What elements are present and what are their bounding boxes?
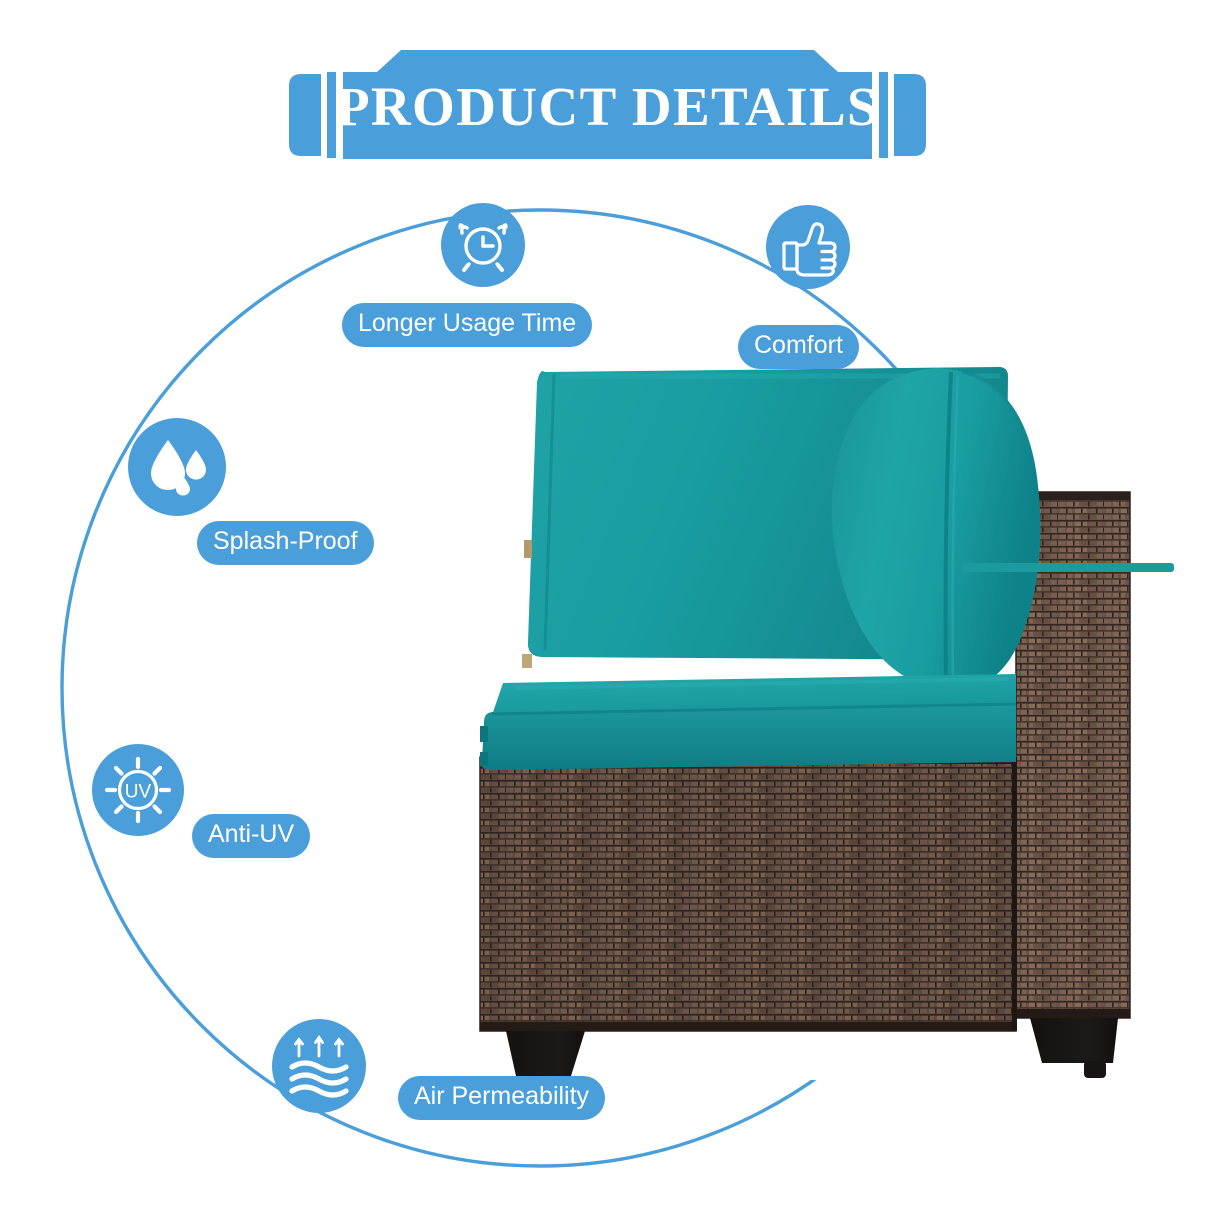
feature-label-comfort: Comfort — [738, 325, 859, 369]
sofa-seat-cushion — [480, 674, 1017, 770]
feature-label-air-permeability: Air Permeability — [398, 1076, 606, 1120]
feature-label-splash-proof: Splash-Proof — [197, 521, 374, 565]
alarm-clock-icon — [441, 203, 525, 287]
page-title: PRODUCT DETAILS — [335, 75, 880, 137]
sofa-base-wicker — [479, 756, 1017, 1032]
thumbs-up-icon — [766, 205, 850, 289]
sofa-leg-right — [1030, 1018, 1118, 1078]
water-drops-icon — [128, 418, 226, 516]
svg-text:UV: UV — [125, 782, 152, 803]
sofa-fabric-tab — [522, 654, 532, 668]
banner: PRODUCT DETAILS — [281, 46, 934, 168]
banner-shape — [289, 50, 926, 159]
sofa-throw-pillow — [831, 368, 1041, 691]
feature-label-anti-uv: Anti-UV — [192, 814, 311, 858]
feature-label-longer-usage-time: Longer Usage Time — [342, 303, 593, 347]
sofa-trim-bar — [962, 563, 1174, 572]
uv-sun-icon: UV — [92, 744, 184, 836]
air-flow-icon — [272, 1019, 366, 1113]
